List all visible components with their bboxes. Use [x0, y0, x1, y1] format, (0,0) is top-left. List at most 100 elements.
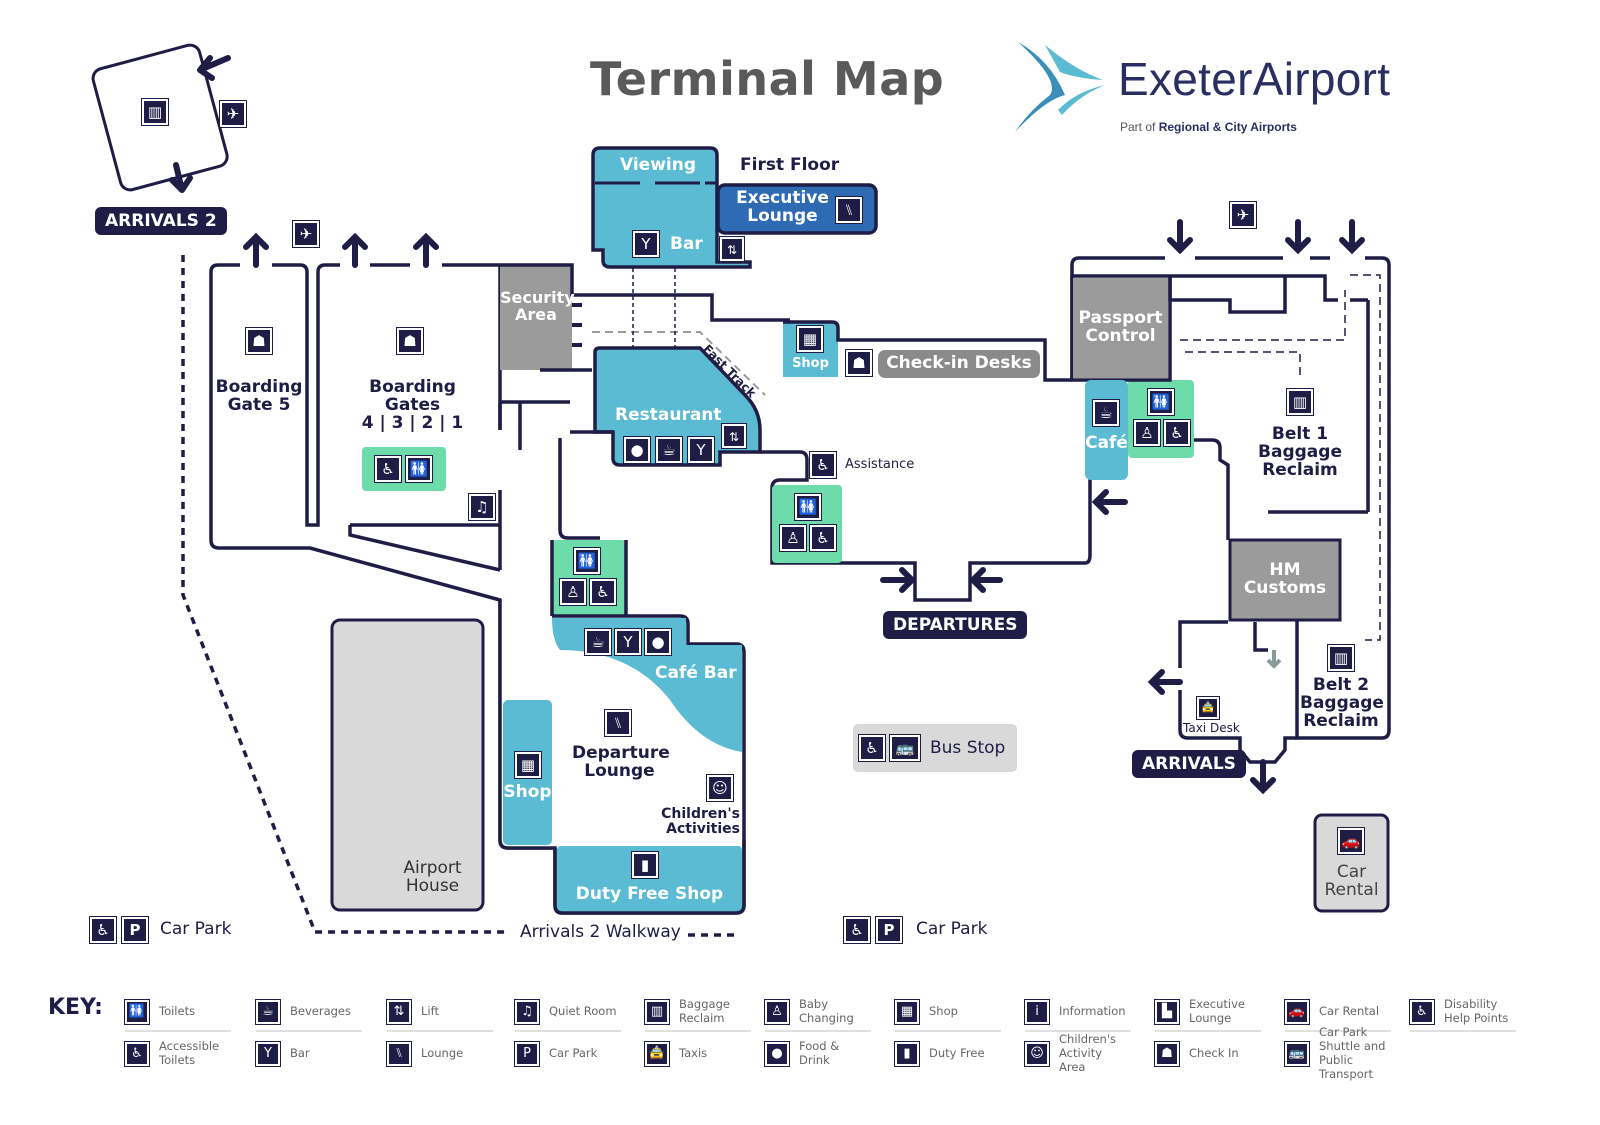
- belt1-line3: Reclaim: [1262, 459, 1338, 480]
- baby-changing-icon: ♙: [764, 999, 790, 1025]
- key-item-quiet-room: ♫Quiet Room: [514, 995, 620, 1029]
- belt2-line2: Baggage: [1300, 692, 1384, 713]
- airport-house-building: [330, 618, 485, 912]
- gates-line1: Boarding Gates: [369, 377, 456, 415]
- passport-control-area: [1073, 278, 1168, 378]
- disability-help-icon: ♿: [809, 451, 837, 479]
- information-icon: i: [1024, 999, 1050, 1025]
- key-separators: [125, 1030, 1516, 1032]
- viewing-label: Viewing: [620, 155, 697, 175]
- car-park-right-label: Car Park: [916, 919, 988, 939]
- car-park-left-label: Car Park: [160, 919, 232, 939]
- childrens-activity-icon: ☺: [1024, 1041, 1050, 1067]
- car-rental-icon: 🚗: [1284, 999, 1310, 1025]
- belt1-line1: Belt 1: [1271, 424, 1329, 444]
- key-item-label: Quiet Room: [549, 1004, 617, 1019]
- lift-icon: ⇅: [721, 423, 747, 449]
- executive-lounge-icon: ▙: [1154, 999, 1180, 1025]
- passport-label-line2: Control: [1085, 325, 1156, 346]
- key-item-label: Bar: [290, 1046, 310, 1061]
- shop-icon: ▦: [894, 999, 920, 1025]
- beverages-icon: ☕: [655, 436, 683, 464]
- security-area: [500, 265, 572, 370]
- key-item-toilets: 🚻Toilets: [124, 995, 230, 1029]
- key-item-label: Beverages: [290, 1004, 351, 1019]
- key-item-accessible-toilets: ♿Accessible Toilets: [124, 1037, 230, 1071]
- food-drink-icon: ●: [623, 436, 651, 464]
- key-item-food-drink: ●Food & Drink: [764, 1037, 870, 1071]
- first-floor-label: First Floor: [740, 155, 840, 175]
- key-item-baggage-reclaim: ▥Baggage Reclaim: [644, 995, 750, 1029]
- key-item-label: Taxis: [679, 1046, 708, 1061]
- disability-help-icon: ♿: [1409, 999, 1435, 1025]
- walkway-label: Arrivals 2 Walkway: [520, 922, 681, 942]
- key-item-label: Disability Help Points: [1444, 997, 1509, 1025]
- shop-icon: ▦: [514, 751, 542, 779]
- lounge-icon: ⑊: [835, 196, 863, 224]
- shop-icon: ▦: [796, 325, 824, 353]
- cafe-bar-label: Café Bar: [655, 663, 737, 683]
- toilets-icon: 🚻: [573, 547, 601, 575]
- arrivals-plane-icon: ✈: [1229, 201, 1257, 229]
- key-item-label: Car Rental: [1319, 1004, 1380, 1019]
- key-item-disability-help: ♿ Disability Help Points: [1409, 995, 1515, 1029]
- key-item-label: Lounge: [421, 1046, 464, 1061]
- baby-changing-icon: ♙: [779, 524, 807, 552]
- arrivals2-building: [91, 43, 231, 193]
- check-in-icon: ☗: [1154, 1041, 1180, 1067]
- check-in-icon: ☗: [845, 349, 873, 377]
- shop-top-label: Shop: [792, 356, 829, 371]
- toilets-icon: 🚻: [1147, 388, 1175, 416]
- duty-free-icon: ▮: [894, 1041, 920, 1067]
- departures-arrows: [880, 489, 1128, 593]
- customs-line2: Customs: [1243, 577, 1327, 598]
- key-item-childrens-activity: ☺Children's Activity Area: [1024, 1032, 1130, 1074]
- lounge-icon: ⑊: [386, 1041, 412, 1067]
- disability-help-icon: ♿: [843, 916, 871, 944]
- food-drink-icon: ●: [764, 1041, 790, 1067]
- restaurant-label: Restaurant: [615, 405, 722, 425]
- logo-tagline-bold: Regional & City Airports: [1158, 120, 1297, 134]
- viewing-bar-area: [591, 146, 752, 269]
- childrens-activity-icon: ☺: [706, 774, 734, 802]
- baby-changing-icon: ♙: [1133, 419, 1161, 447]
- key-item-label: Lift: [421, 1004, 439, 1019]
- car-rental-building: [1313, 813, 1390, 913]
- accessible-toilets-icon: ♿: [124, 1041, 150, 1067]
- shuttle-transport-icon: 🚌: [1284, 1041, 1310, 1067]
- key-item-label: Car Park Shuttle and Public Transport: [1319, 1025, 1386, 1081]
- key-item-car-rental: 🚗 Car Rental: [1284, 995, 1390, 1029]
- disability-help-icon: ♿: [858, 734, 886, 762]
- key-item-lift: ⇅Lift: [386, 995, 492, 1029]
- key-item-baby-changing: ♙Baby Changing: [764, 995, 870, 1029]
- key-item-executive-lounge: ▙ Executive Lounge: [1154, 995, 1260, 1029]
- duty-free-area: [557, 846, 742, 912]
- gate5-line1: Boarding: [215, 377, 303, 397]
- shop-left-label: Shop: [503, 782, 552, 802]
- taxi-desk-label: Taxi Desk: [1183, 721, 1240, 735]
- key-item-label: Check In: [1189, 1046, 1239, 1061]
- key-item-duty-free: ▮Duty Free: [894, 1037, 1000, 1071]
- security-label-line1: Security: [500, 288, 575, 307]
- lounge-line2: Lounge: [584, 760, 655, 781]
- lounge-line1: Departure: [572, 743, 670, 763]
- belt1-line2: Baggage: [1258, 441, 1342, 462]
- key-item-label: Car Park: [549, 1046, 598, 1061]
- arrivals2-badge: ARRIVALS 2: [95, 207, 227, 235]
- key-item-label: Executive Lounge: [1189, 997, 1245, 1025]
- page-title: Terminal Map: [590, 52, 945, 106]
- car-park-icon: P: [875, 916, 903, 944]
- key-item-beverages: ☕Beverages: [255, 995, 361, 1029]
- children-line2: Activities: [666, 820, 740, 837]
- baggage-reclaim-icon: ▥: [141, 98, 169, 126]
